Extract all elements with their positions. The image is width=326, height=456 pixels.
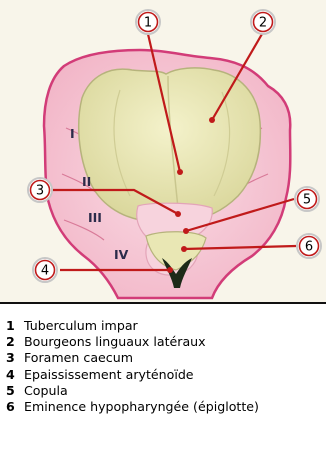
legend-number: 1: [6, 318, 24, 334]
callout-3: 3: [28, 178, 52, 202]
callout-number-1: 1: [144, 16, 152, 31]
legend-text: Bourgeons linguaux latéraux: [24, 334, 274, 350]
legend-text: Epaississement aryténoïde: [24, 367, 274, 383]
callout-number-2: 2: [259, 16, 267, 31]
tongue-development-diagram: I II III IV 1 2: [0, 0, 326, 302]
legend-text: Eminence hypopharyngée (épiglotte): [24, 399, 274, 415]
callout-5: 5: [295, 187, 319, 211]
figure-divider: [0, 302, 326, 304]
region-label-i: I: [70, 126, 75, 141]
callout-number-6: 6: [305, 240, 313, 255]
leader-dot-4: [167, 267, 173, 273]
leader-dot-5: [183, 228, 189, 234]
legend-number: 4: [6, 367, 24, 383]
legend-text: Tuberculum impar: [24, 318, 274, 334]
region-label-ii: II: [82, 174, 91, 189]
legend-text: Foramen caecum: [24, 350, 274, 366]
leader-dot-3: [175, 211, 181, 217]
legend-text: Copula: [24, 383, 274, 399]
callout-number-4: 4: [41, 264, 49, 279]
region-label-iv: IV: [114, 247, 129, 262]
region-label-iii: III: [88, 210, 102, 225]
legend-number: 2: [6, 334, 24, 350]
leader-dot-2: [209, 117, 215, 123]
callout-1: 1: [136, 10, 160, 34]
callout-4: 4: [33, 258, 57, 282]
leader-dot-6: [181, 246, 187, 252]
callout-number-5: 5: [303, 193, 311, 208]
callout-6: 6: [297, 234, 321, 258]
legend-number: 5: [6, 383, 24, 399]
legend-number: 6: [6, 399, 24, 415]
callout-number-3: 3: [36, 184, 44, 199]
diagram-svg: I II III IV 1 2: [0, 0, 326, 302]
legend-number: 3: [6, 350, 24, 366]
tongue-primordium: [79, 68, 261, 220]
callout-2: 2: [251, 10, 275, 34]
leader-dot-1: [177, 169, 183, 175]
